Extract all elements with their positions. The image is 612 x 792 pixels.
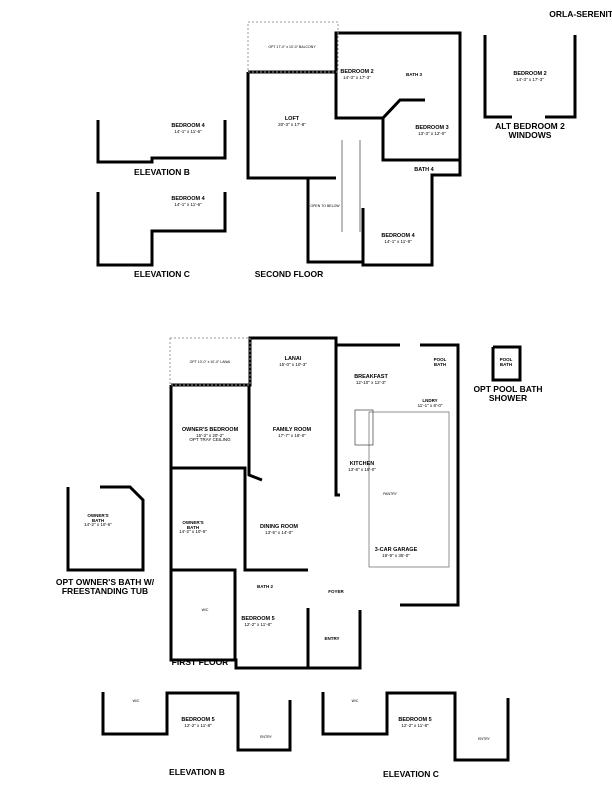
opt-owners-bath-walls	[66, 485, 145, 572]
opt-lanai-label: OPT 10'-0" x 10'-0" LANAI	[189, 360, 231, 364]
alt-bedroom-2-caption: ALT BEDROOM 2 WINDOWS	[495, 121, 565, 140]
opt-balcony-outline	[247, 21, 339, 73]
opt-lanai-outline	[169, 337, 251, 386]
second-floor-caption: SECOND FLOOR	[254, 269, 324, 279]
elev-b-entry: ENTRY	[260, 735, 272, 739]
second-floor-stairs	[341, 140, 361, 232]
elevation-2nd-walls	[96, 120, 227, 267]
room-pool-bath: POOL BATH	[433, 357, 447, 367]
room-wic: W/C	[201, 608, 209, 612]
balcony-label: OPT 17'-0" x 10'-0" BALCONY	[268, 45, 316, 49]
elev-b-wic: W/C	[132, 699, 140, 703]
elev-c-1st-caption: ELEVATION C	[383, 769, 439, 779]
elevation-1st-walls	[101, 691, 510, 762]
first-floor-caption: FIRST FLOOR	[171, 657, 229, 667]
elev-c-wic: W/C	[351, 699, 359, 703]
room-bath-2: BATH 2	[257, 584, 273, 589]
elev-c-caption: ELEVATION C	[134, 269, 190, 279]
elev-c-entry: ENTRY	[478, 737, 490, 741]
plan-name: ORLA-SERENITY	[549, 9, 612, 19]
opt-pool-bath-caption: OPT POOL BATH SHOWER	[473, 384, 543, 403]
room-foyer: FOYER	[328, 589, 344, 594]
second-floor-walls	[246, 31, 462, 267]
elev-b-1st-caption: ELEVATION B	[169, 767, 225, 777]
alt-bedroom-2-walls	[483, 35, 577, 119]
room-bath-3: BATH 3	[406, 72, 422, 77]
room-entry: ENTRY	[324, 636, 340, 641]
room-bath-4: BATH 4	[414, 167, 434, 173]
pantry-label: PANTRY	[383, 492, 397, 496]
garage-outline	[368, 411, 450, 568]
open-to-below-label: OPEN TO BELOW	[310, 204, 340, 208]
opt-owners-bath-caption: OPT OWNER'S BATH W/ FREESTANDING TUB	[55, 577, 155, 596]
opt-pool-bath-room: POOL BATH	[499, 357, 513, 367]
opt-pool-bath-walls	[491, 345, 522, 382]
elev-b-caption: ELEVATION B	[134, 167, 190, 177]
kitchen-island	[354, 409, 374, 446]
first-floor-walls	[169, 336, 460, 670]
